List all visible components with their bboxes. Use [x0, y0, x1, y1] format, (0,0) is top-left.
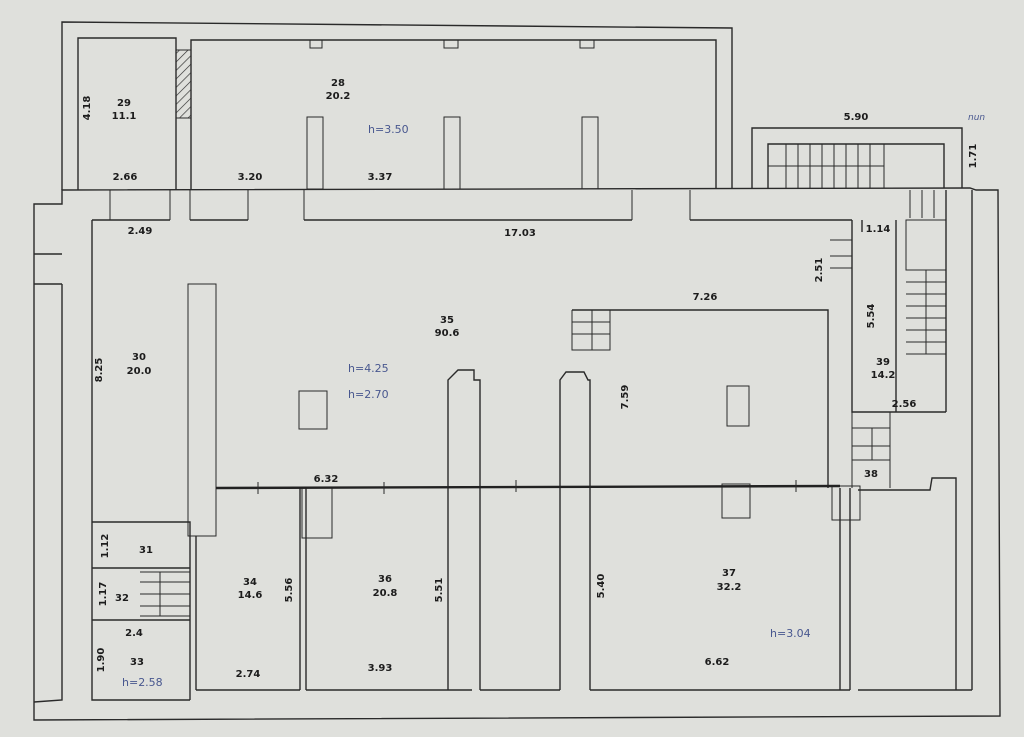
stair-top-right-small: [909, 190, 935, 218]
dim-266: 2.66: [113, 172, 138, 183]
room-31-id: 31: [139, 545, 153, 556]
room-39-id: 39: [876, 357, 890, 368]
room-38-id: 38: [864, 469, 878, 480]
room-32-id: 32: [115, 593, 129, 604]
beam-line: [215, 484, 841, 490]
stair-top-outer: [751, 127, 963, 188]
top-window-dividers: [109, 190, 691, 220]
stair-726: [571, 310, 611, 351]
dim-190: 1.90: [96, 648, 107, 673]
pillar-left: [447, 369, 481, 690]
column-37: [721, 483, 751, 519]
dim-112: 1.12: [100, 534, 111, 559]
dimension-labels: 4.18 2.66 3.20 3.37 5.90 1.71 2.49 17.03…: [82, 96, 979, 680]
stair-38: [851, 412, 891, 488]
column-28-b: [443, 116, 461, 190]
room-35-id: 35: [440, 315, 454, 326]
dim-759: 7.59: [620, 385, 631, 410]
dim-337: 3.37: [368, 172, 393, 183]
dim-551: 5.51: [434, 578, 445, 603]
dim-393: 3.93: [368, 663, 393, 674]
room-35-area: 90.6: [435, 328, 460, 339]
room-36-area: 20.8: [373, 588, 398, 599]
dim-662: 6.62: [705, 657, 730, 668]
dim-320: 3.20: [238, 172, 263, 183]
dim-1703: 17.03: [504, 228, 536, 239]
room-30-id: 30: [132, 352, 146, 363]
beam-ticks: [33, 480, 797, 494]
height-37: h=3.04: [770, 627, 811, 640]
column-28-c: [581, 116, 599, 190]
stair-39-landing: [905, 219, 947, 271]
column-28-a: [306, 116, 324, 190]
room-34-id: 34: [243, 577, 257, 588]
room-28-area: 20.2: [326, 91, 351, 102]
annex-inner-wall: [77, 37, 717, 190]
stair-32: [140, 571, 190, 617]
room-29-area: 11.1: [112, 111, 137, 122]
lower-partitions: [195, 488, 851, 690]
dim-256: 2.56: [892, 399, 917, 410]
room-37-area: 32.2: [717, 582, 742, 593]
main-outer-wall: [33, 187, 1001, 721]
room-28-id: 28: [331, 78, 345, 89]
height-28: h=3.50: [368, 123, 409, 136]
dim-171: 1.71: [968, 144, 979, 169]
walls: [33, 21, 1001, 721]
dim-251: 2.51: [814, 258, 825, 283]
dim-554: 5.54: [866, 304, 877, 329]
stair-251: [830, 239, 852, 269]
right-end-room: [858, 477, 957, 690]
dim-726: 7.26: [693, 292, 718, 303]
height-labels: h=3.50 h=4.25 h=2.70 h=2.58 h=3.04: [122, 123, 811, 689]
room-37-id: 37: [722, 568, 736, 579]
rooms-31-33-walls: [92, 521, 191, 700]
pillar-square-1: [298, 390, 328, 430]
room-39-area: 14.2: [871, 370, 896, 381]
dim-825: 8.25: [94, 358, 105, 383]
stair-39-steps: [906, 269, 946, 355]
annex-outer-wall: [61, 21, 733, 190]
chimney-hatch: [175, 49, 192, 119]
column-30: [187, 283, 217, 537]
dim-114: 1.14: [866, 224, 891, 235]
annex-windows: [309, 40, 595, 49]
room-labels: 29 11.1 28 20.2 35 90.6 30 20.0 39 14.2 …: [112, 78, 896, 668]
column-38: [831, 485, 861, 521]
pillar-right: [559, 371, 591, 690]
dim-418: 4.18: [82, 96, 93, 121]
dim-632: 6.32: [314, 474, 339, 485]
room-33-id: 33: [130, 657, 144, 668]
main-inner-wall: [91, 219, 972, 701]
height-35-a: h=4.25: [348, 362, 389, 375]
left-wing: [33, 253, 63, 703]
room-29-id: 29: [117, 98, 131, 109]
dim-24: 2.4: [125, 628, 143, 639]
room-30-area: 20.0: [127, 366, 152, 377]
dim-274: 2.74: [236, 669, 261, 680]
room-36-id: 36: [378, 574, 392, 585]
units-label: nun: [968, 113, 985, 123]
dim-590: 5.90: [844, 112, 869, 123]
dim-556: 5.56: [284, 578, 295, 603]
room-34-area: 14.6: [238, 590, 263, 601]
pillar-square-2: [726, 385, 750, 427]
dim-117: 1.17: [98, 582, 109, 607]
room-7-26-wall: [572, 309, 829, 488]
stairs: [140, 127, 963, 617]
dim-540: 5.40: [596, 574, 607, 599]
height-35-b: h=2.70: [348, 388, 389, 401]
dim-249: 2.49: [128, 226, 153, 237]
stair-top-steps: [768, 144, 885, 188]
height-33: h=2.58: [122, 676, 163, 689]
